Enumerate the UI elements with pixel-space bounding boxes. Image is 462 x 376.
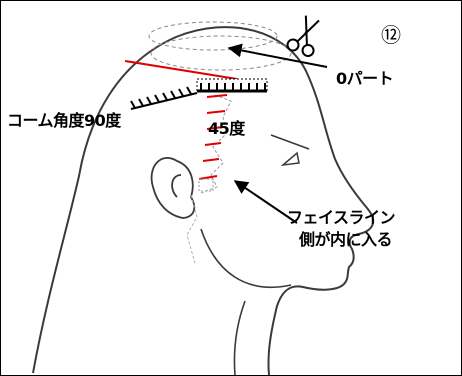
faceline-marker — [198, 178, 214, 192]
eyebrow — [270, 134, 310, 150]
zero-part-label: 0パート — [336, 69, 394, 88]
ear — [150, 157, 196, 219]
section-marks-45 — [198, 94, 228, 180]
zero-part-arrow — [227, 43, 328, 68]
section-path-45 — [200, 94, 232, 194]
eye — [280, 151, 300, 167]
faceline-dash — [186, 194, 198, 264]
comb-90-degrees — [130, 86, 198, 110]
comb-front — [196, 78, 268, 93]
angle-45-label: 45度 — [208, 119, 245, 138]
faceline-label-line2: 側が内に入る — [299, 230, 393, 249]
head-outline — [32, 26, 375, 375]
faceline-label: フェイスライン 側が内に入る — [287, 207, 396, 251]
jaw-line — [200, 228, 292, 375]
zero-part-guide-inner — [150, 35, 292, 71]
faceline-label-line1: フェイスライン — [287, 208, 396, 227]
scissors-icon — [286, 15, 320, 57]
zero-part-guide-outer — [148, 21, 278, 51]
section-line-90 — [124, 60, 238, 80]
faceline-arrow — [233, 180, 298, 224]
comb-angle-label: コーム角度90度 — [7, 111, 121, 130]
step-number: ⑫ — [381, 23, 401, 47]
